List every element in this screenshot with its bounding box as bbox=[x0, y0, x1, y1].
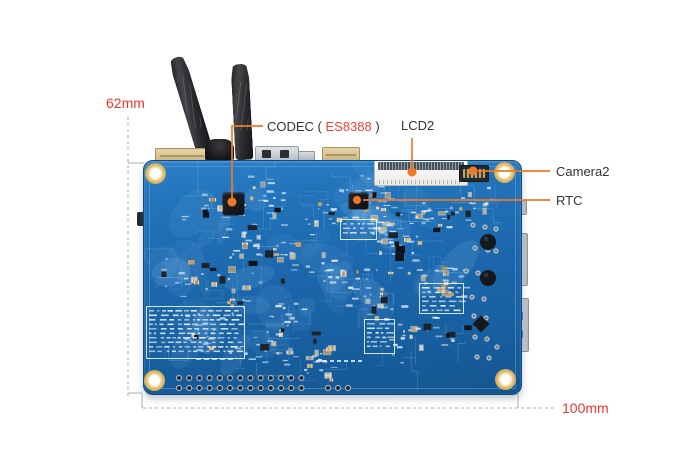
camera2-label: Camera2 bbox=[556, 164, 610, 179]
codec-label-suffix: ) bbox=[371, 119, 380, 134]
pcb-texture-canvas bbox=[144, 161, 521, 394]
mounting-hole bbox=[145, 163, 166, 184]
rtc-label: RTC bbox=[556, 193, 583, 208]
hdmi-port-icon bbox=[262, 150, 271, 158]
pcb-board bbox=[143, 160, 522, 395]
codec-label-prefix: CODEC ( bbox=[267, 119, 326, 134]
lcd2-connector-pins bbox=[378, 162, 464, 170]
rtc-chip bbox=[349, 193, 368, 209]
width-dimension-label: 100mm bbox=[562, 400, 609, 416]
height-dimension-label: 62mm bbox=[106, 95, 145, 111]
codec-label: CODEC ( ES8388 ) bbox=[267, 119, 380, 135]
lcd2-connector bbox=[374, 161, 468, 186]
mounting-hole bbox=[494, 162, 515, 183]
lcd2-label: LCD2 bbox=[401, 118, 435, 133]
mounting-hole bbox=[144, 370, 165, 391]
left-edge-connector bbox=[137, 212, 145, 226]
camera2-connector-pins bbox=[463, 169, 485, 178]
codec-chip bbox=[223, 193, 244, 215]
mounting-hole bbox=[495, 369, 516, 390]
lcd2-connector-feet bbox=[379, 180, 463, 184]
codec-chip-name: ES8388 bbox=[325, 119, 372, 134]
hdmi-port-icon bbox=[280, 150, 289, 158]
camera2-connector bbox=[459, 165, 489, 182]
audio-jack bbox=[205, 139, 234, 161]
wifi-antenna-right bbox=[231, 64, 254, 161]
